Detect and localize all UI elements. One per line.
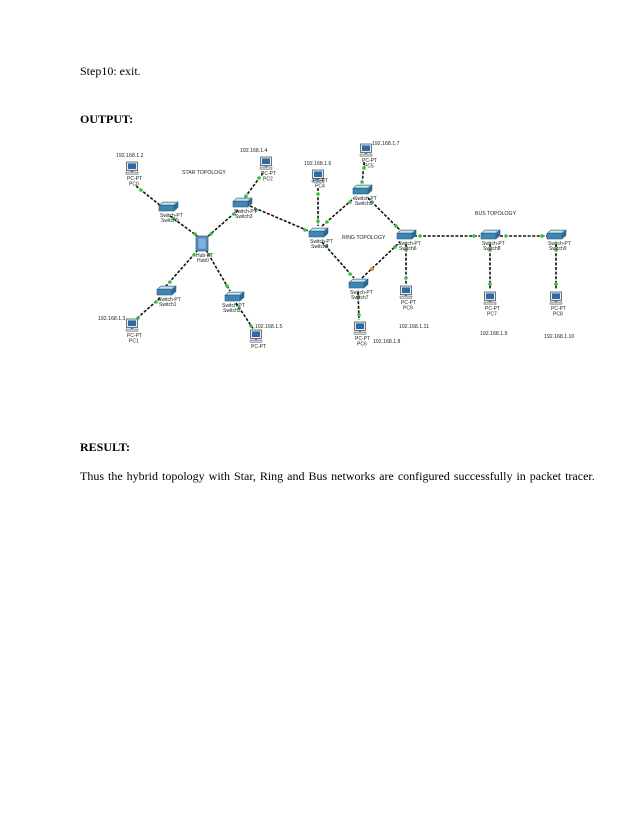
pc2-name: PC2 [263,177,273,183]
switch3-type: Switch-PT [234,209,257,215]
pc7-ip: 192.168.1.9 [480,331,508,337]
switch-node-switch0[interactable]: Switch-PT Switch0 [158,201,183,224]
pc-node-pc7[interactable]: PC-PT PC7 192.168.1.9 [480,291,508,337]
pc9-name: PC9 [403,306,413,312]
switch-node-switch4[interactable]: Switch-PT Switch4 [308,227,333,250]
switch4-type: Switch-PT [310,239,333,245]
pc7-type: PC-PT [485,306,500,312]
pc0-ip: 192.168.1.2 [116,153,144,159]
switch0-name: Switch0 [161,218,179,224]
switch-node-switch1[interactable]: Switch-PT Switch1 [156,285,181,308]
switch8-type: Switch-PT [482,241,505,247]
pc6-ip: 192.168.1.8 [373,339,401,345]
step-text: Step10: exit. [80,64,141,78]
pc7-name: PC7 [487,312,497,318]
hub-node-hub0[interactable]: Hub-PT Hub0 [195,235,213,264]
switch5-type: Switch-PT [354,196,377,202]
link-sw4-sw7 [321,241,355,279]
switch-node-switch9[interactable]: Switch-PT Switch9 [546,229,571,252]
link-sw3-sw4 [249,205,312,233]
switch-node-switch3[interactable]: Switch-PT Switch3 [232,197,257,220]
pc-node-pc3[interactable]: 192.168.1.5 PC-PT [249,324,283,350]
switch-node-switch8[interactable]: Switch-PT Switch8 [480,229,505,252]
switch6-type: Switch-PT [398,241,421,247]
pc4-name: PC4 [315,184,325,190]
output-heading: OUTPUT: [80,112,134,126]
network-topology-diagram: STAR TOPOLOGY RING TOPOLOGY BUS TOPOLOGY… [98,141,574,350]
star-topology-label: STAR TOPOLOGY [182,170,226,176]
link-sw5-sw6 [367,197,401,231]
pc0-type: PC-PT [127,176,142,182]
pc2-type: PC-PT [261,171,276,177]
pc8-type: PC-PT [551,306,566,312]
switch3-name: Switch3 [235,214,253,220]
pc-node-pc4[interactable]: 192.168.1.6 PC-PT PC4 [304,161,332,190]
switch1-type: Switch-PT [158,297,181,303]
pc-node-pc5[interactable]: 192.168.1.7 PC-PT PC5 [359,141,400,170]
switch-node-switch5[interactable]: Switch-PT Switch5 [352,184,377,207]
result-text: Thus the hybrid topology with Star, Ring… [80,469,595,483]
switch-node-switch2[interactable]: Switch-PT Switch2 [222,291,245,314]
link-indicators [136,166,558,328]
result-heading: RESULT: [80,440,131,454]
hub0-type: Hub-PT [196,253,213,259]
pc-node-pc2[interactable]: 192.168.1.4 PC-PT PC2 [240,148,276,183]
pc-node-pc9[interactable]: PC-PT PC9 192.168.1.11 [399,285,429,330]
switch-node-switch6[interactable]: Switch-PT Switch6 [396,229,421,252]
pc8-name: PC8 [553,312,563,318]
pc-node-pc0[interactable]: 192.168.1.2 PC-PT PC0 [116,153,144,188]
switch1-name: Switch1 [159,302,177,308]
switch7-type: Switch-PT [350,290,373,296]
pc9-ip: 192.168.1.11 [399,324,429,330]
ring-topology-label: RING TOPOLOGY [342,235,386,241]
pc4-ip: 192.168.1.6 [304,161,332,167]
pc5-type: PC-PT [362,158,377,164]
switch0-type: Switch-PT [160,213,183,219]
pc0-name: PC0 [129,182,139,188]
switch7-name: Switch7 [351,295,369,301]
pc-node-pc1[interactable]: 192.168.1.3 PC-PT PC1 [98,316,142,345]
pc2-ip: 192.168.1.4 [240,148,268,154]
switch8-name: Switch8 [483,246,501,252]
pc1-type: PC-PT [127,333,142,339]
pc5-name: PC5 [364,164,374,170]
pc5-ip: 192.168.1.7 [372,141,400,147]
switch9-name: Switch9 [549,246,567,252]
hub0-name: Hub0 [197,258,209,264]
pc-node-pc8[interactable]: PC-PT PC8 192.168.1.10 [544,291,574,340]
pc8-ip: 192.168.1.10 [544,334,574,340]
switch9-type: Switch-PT [548,241,571,247]
pc3-type: PC-PT [251,344,266,350]
switch2-type: Switch-PT [222,303,245,309]
link-hub0-sw1 [165,249,199,287]
pc3-ip: 192.168.1.5 [255,324,283,330]
switch-node-switch7[interactable]: Switch-PT Switch7 [348,278,373,301]
switch2-name: Switch2 [223,308,241,314]
pc1-ip: 192.168.1.3 [98,316,126,322]
switch6-name: Switch6 [399,246,417,252]
pc6-name: PC6 [357,342,367,348]
pc4-type: PC-PT [313,178,328,184]
switch4-name: Switch4 [311,244,329,250]
pc-node-pc6[interactable]: PC-PT PC6 192.168.1.8 [353,321,401,348]
switch5-name: Switch5 [355,201,373,207]
pc9-type: PC-PT [401,300,416,306]
bus-topology-label: BUS TOPOLOGY [475,211,517,217]
pc6-type: PC-PT [355,336,370,342]
link-hub0-sw2 [205,249,231,292]
pc1-name: PC1 [129,339,139,345]
